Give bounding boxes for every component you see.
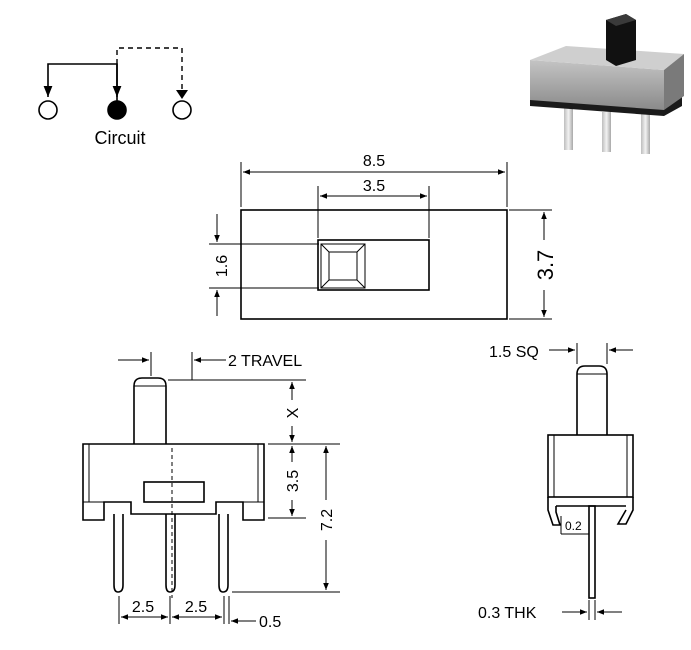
photo-pin-left [564, 108, 573, 150]
circuit-diagram: Circuit [38, 47, 192, 148]
front-body [82, 443, 265, 521]
side-body [547, 434, 634, 498]
front-view: 2 TRAVEL X 3.5 7.2 2.5 2.5 0.5 [82, 352, 340, 631]
photo-pin-center [602, 112, 611, 152]
side-frame-left [547, 497, 562, 526]
circuit-common-line [43, 63, 118, 103]
product-photo [530, 14, 684, 154]
side-actuator [576, 365, 608, 435]
pin-width-label: 0.5 [259, 614, 281, 631]
front-slider-block [143, 481, 205, 503]
front-actuator [133, 377, 167, 444]
actuator-size-label: 1.5 SQ [489, 344, 539, 361]
circuit-terminal-common [107, 100, 127, 120]
height-dimension-label: 3.7 [533, 250, 558, 281]
knob-dimension-label: 1.6 [214, 255, 231, 277]
circuit-alt-arrowhead [176, 90, 188, 99]
photo-body-side [664, 54, 684, 110]
x-dimension-label: X [285, 407, 302, 418]
top-view-knob [320, 243, 366, 289]
body-height-label: 3.5 [285, 470, 302, 492]
circuit-terminal-right [172, 100, 192, 120]
side-pin [588, 505, 596, 599]
pitch-right-label: 2.5 [185, 599, 207, 616]
side-frame-right [616, 497, 634, 525]
circuit-label: Circuit [94, 128, 145, 148]
photo-actuator [606, 14, 636, 66]
thickness-label: 0.3 THK [478, 605, 537, 622]
top-view: 8.5 3.5 3.7 1.6 [209, 153, 558, 320]
travel-dimension-label: 2 TRAVEL [228, 353, 302, 370]
front-pin-right [218, 514, 229, 593]
photo-pin-right [641, 114, 650, 154]
top-view-slot [317, 239, 430, 291]
front-pin-center [165, 514, 176, 593]
circuit-alt-dashed-path [116, 47, 183, 97]
circuit-terminal-left [38, 100, 58, 120]
total-height-label: 7.2 [319, 509, 336, 531]
pitch-left-label: 2.5 [132, 599, 154, 616]
width-dimension-label: 8.5 [363, 153, 385, 170]
side-view: 1.5 SQ 0.2 0.3 THK [478, 343, 634, 622]
front-pin-left [113, 514, 124, 593]
photo-body-front [530, 60, 664, 110]
top-view-outline [240, 209, 508, 320]
offset-dimension-label: 0.2 [565, 519, 582, 533]
slot-dimension-label: 3.5 [363, 178, 385, 195]
